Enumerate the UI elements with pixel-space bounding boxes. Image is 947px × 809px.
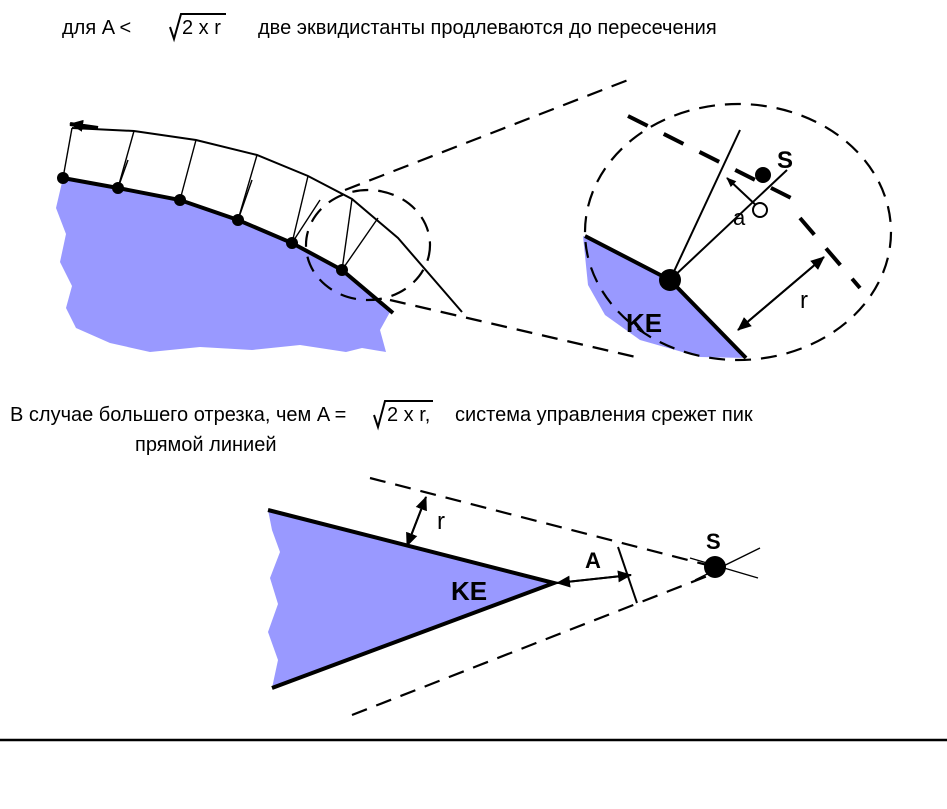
zoom-connector-top [344, 78, 629, 192]
label-s-bottom: S [706, 529, 721, 554]
intersection-point-s-zoom [755, 167, 771, 183]
material-region-left [56, 178, 390, 352]
contour-point-zoom [659, 269, 681, 291]
contour-line-bottom [267, 508, 561, 690]
middle-caption-prefix: В случае большего отрезка, чем A = [10, 404, 346, 426]
zoom-detail: S a r KE [583, 102, 893, 362]
label-ke-bottom: KE [451, 576, 487, 606]
middle-caption: В случае большего отрезка, чем A = 2 x r… [10, 400, 753, 456]
distance-a-arrow-right [556, 570, 632, 584]
top-sqrt-sign [169, 13, 226, 43]
left-contour [56, 119, 463, 352]
equidistant-ext-bottom [694, 547, 761, 581]
label-a-small: a [733, 205, 746, 230]
middle-sqrt-sign [373, 400, 433, 431]
material-region-zoom [583, 236, 746, 358]
top-caption-suffix: две эквидистанты продлеваются до пересеч… [258, 17, 717, 39]
open-point-zoom [752, 202, 768, 218]
equidistant-right-zoom [798, 216, 862, 290]
zoom-circle-large [583, 102, 893, 362]
distance-a-arrow [726, 177, 761, 210]
middle-caption-root: 2 x r, [387, 404, 430, 426]
top-caption-prefix: для A < [62, 17, 131, 39]
radius-arrow-down [737, 256, 825, 331]
label-s-zoom: S [777, 147, 793, 174]
label-r-bottom: r [437, 508, 445, 535]
contour-points-left [57, 172, 348, 276]
normal-line-b [669, 169, 788, 281]
normal-lines-left [62, 127, 379, 271]
top-caption: для A < 2 x r две эквидистанты продлеваю… [62, 13, 717, 43]
middle-caption-suffix: система управления срежет пик [455, 404, 753, 426]
equidistant-line-left [71, 127, 463, 313]
radius-arrow-bottom-up [406, 496, 427, 547]
zoom-connector-bottom [389, 298, 641, 360]
bottom-diagram: S A r KE [267, 476, 761, 717]
direction-arrow-left [69, 119, 99, 132]
zoom-circle-small [304, 188, 432, 302]
label-ke-zoom: KE [626, 308, 662, 338]
middle-caption-line2: прямой линией [135, 434, 277, 456]
equidistant-bottom-bottom [351, 573, 711, 717]
material-region-bottom [268, 510, 554, 688]
intersection-point-s-bottom [704, 556, 726, 578]
equidistant-top-zoom [627, 114, 806, 207]
label-a-big: A [585, 548, 601, 573]
equidistant-top-bottom [369, 476, 716, 569]
top-caption-root: 2 x r [182, 17, 221, 39]
label-r-zoom: r [800, 287, 808, 314]
normal-line-a [669, 129, 741, 281]
